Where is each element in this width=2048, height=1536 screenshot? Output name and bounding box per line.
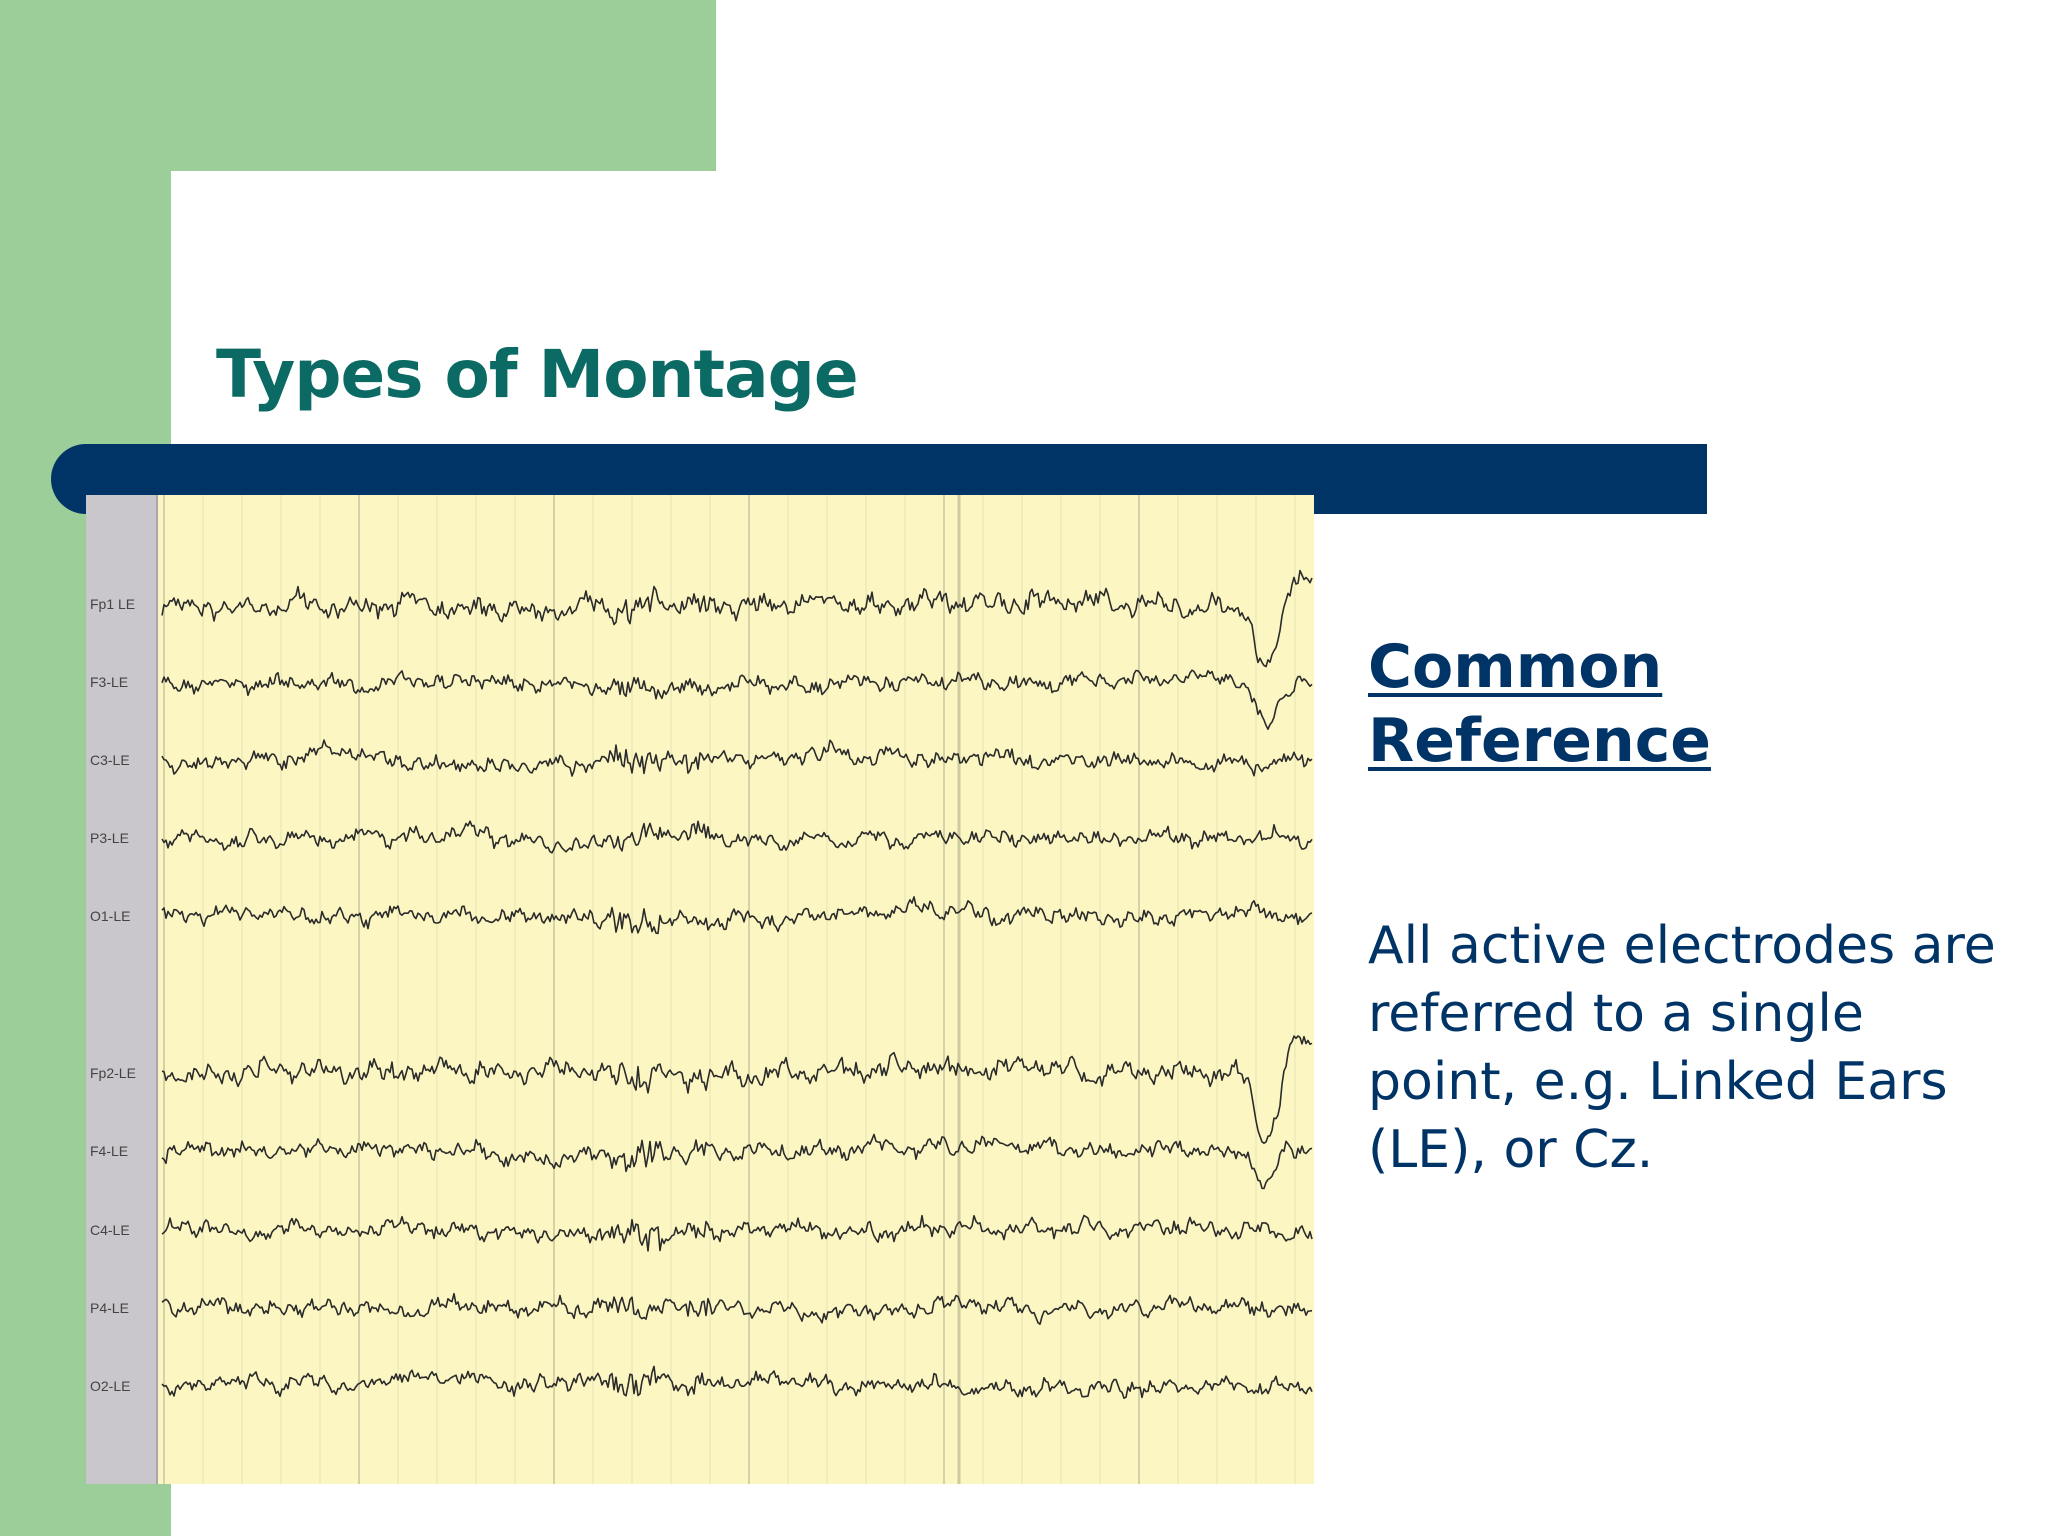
eeg-trace	[161, 1035, 1313, 1144]
slide-title: Types of Montage	[216, 336, 859, 413]
time-gridlines	[163, 495, 1296, 1484]
channel-label-column	[86, 495, 157, 1484]
eeg-trace	[161, 739, 1313, 777]
eeg-trace	[161, 669, 1313, 730]
channel-labels: Fp1 LE F3-LE C3-LE P3-LE O1-LE Fp2-LE F4-LE C4-…	[90, 596, 136, 1394]
eeg-trace	[161, 1133, 1313, 1190]
trace-area	[86, 495, 1314, 1484]
channel-label: P4-LE	[90, 1300, 129, 1316]
channel-label: C3-LE	[90, 752, 130, 768]
channel-label: O2-LE	[90, 1378, 130, 1394]
channel-label: O1-LE	[90, 908, 130, 924]
channel-label: Fp2-LE	[90, 1065, 136, 1081]
channel-label: Fp1 LE	[90, 596, 135, 612]
channel-label: C4-LE	[90, 1222, 130, 1238]
eeg-recording-image: Fp1 LE F3-LE C3-LE P3-LE O1-LE Fp2-LE F4-LE C4-…	[86, 495, 1314, 1484]
channel-label: P3-LE	[90, 830, 129, 846]
montage-description: All active electrodes are referred to a …	[1368, 916, 1996, 1180]
eeg-trace	[161, 569, 1313, 668]
eeg-trace	[161, 896, 1313, 935]
eeg-trace	[161, 1214, 1313, 1252]
eeg-traces: Fp1 LE F3-LE C3-LE P3-LE O1-LE Fp2-LE F4-LE C4-…	[86, 495, 1314, 1484]
eeg-trace	[161, 1292, 1313, 1325]
channel-label: F3-LE	[90, 674, 128, 690]
eeg-trace	[161, 820, 1313, 854]
channel-label: F4-LE	[90, 1143, 128, 1159]
green-top-band	[0, 0, 716, 171]
eeg-trace	[161, 1365, 1313, 1399]
channel-traces	[161, 569, 1313, 1399]
montage-heading: Common Reference	[1368, 632, 1711, 776]
